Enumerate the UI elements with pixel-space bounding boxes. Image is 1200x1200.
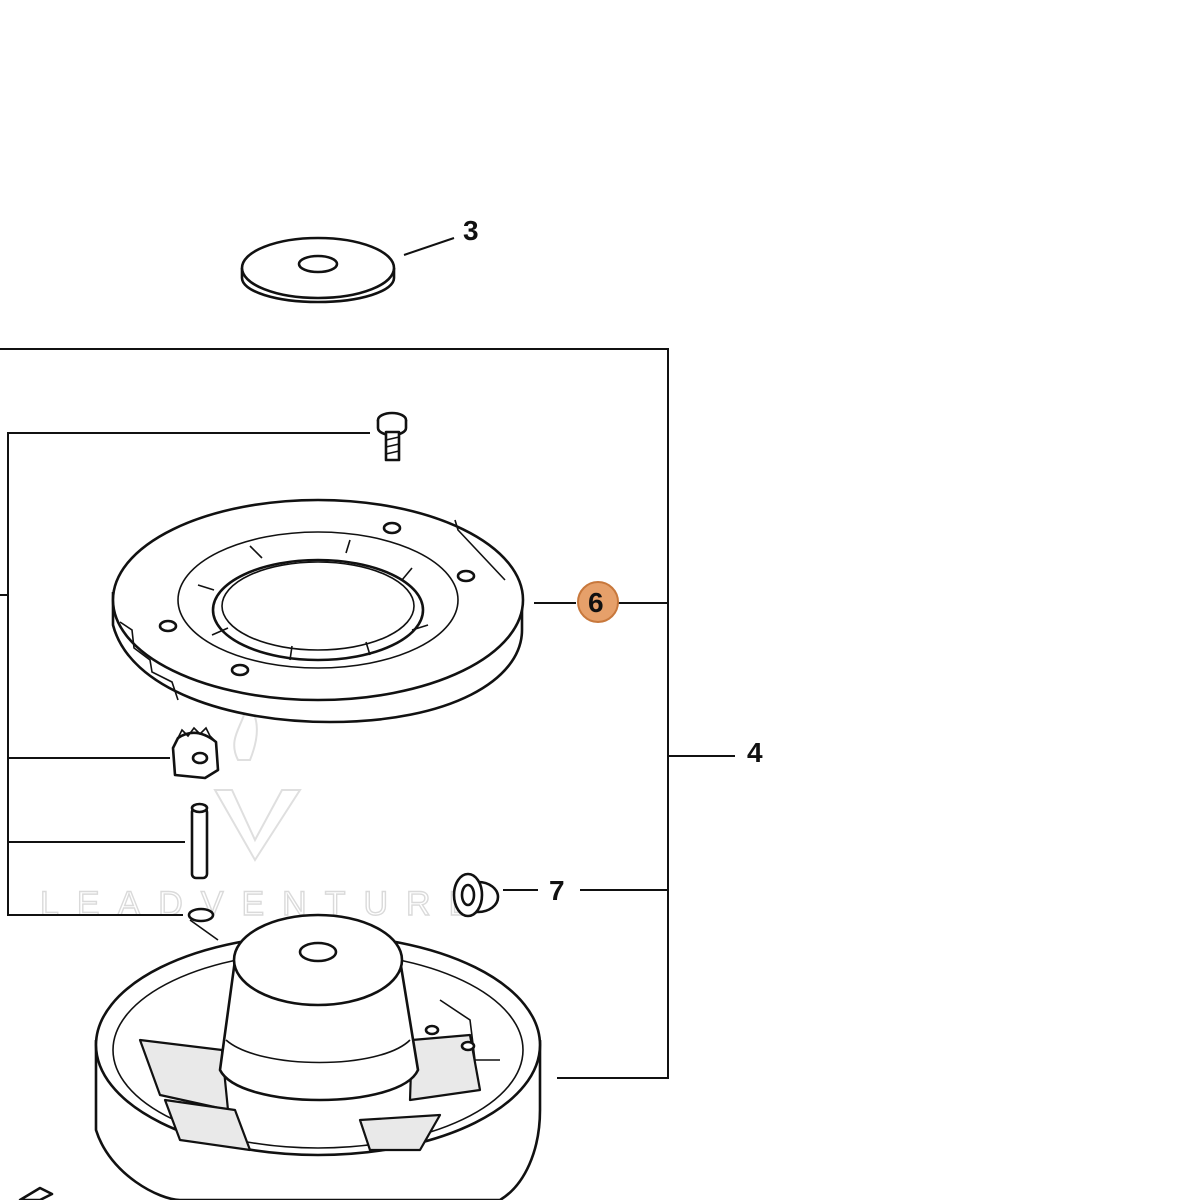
bracket-4 xyxy=(0,348,669,1079)
callout-3[interactable]: 3 xyxy=(463,215,479,246)
watermark-text: LEADVENTURE xyxy=(40,885,489,923)
part-washer xyxy=(240,236,396,304)
watermark: LEADVENTURE xyxy=(39,696,489,924)
callout-4-label: 4 xyxy=(747,737,763,768)
part-pin xyxy=(190,802,209,880)
part-pawl xyxy=(171,726,220,780)
bracket-lines xyxy=(0,237,735,1079)
callout-4[interactable]: 4 xyxy=(747,737,763,768)
part-base-plate xyxy=(111,498,525,724)
part-spring xyxy=(187,907,219,941)
callout-6-highlight xyxy=(577,581,619,623)
part-housing xyxy=(18,913,542,1200)
callout-3-label: 3 xyxy=(463,215,479,246)
callout-6[interactable]: 6 xyxy=(577,581,619,623)
part-screw xyxy=(376,411,408,462)
part-grommet xyxy=(452,872,500,918)
callout-7[interactable]: 7 xyxy=(549,875,565,906)
callout-6-label: 6 xyxy=(588,587,604,618)
callout-7-label: 7 xyxy=(549,875,565,906)
